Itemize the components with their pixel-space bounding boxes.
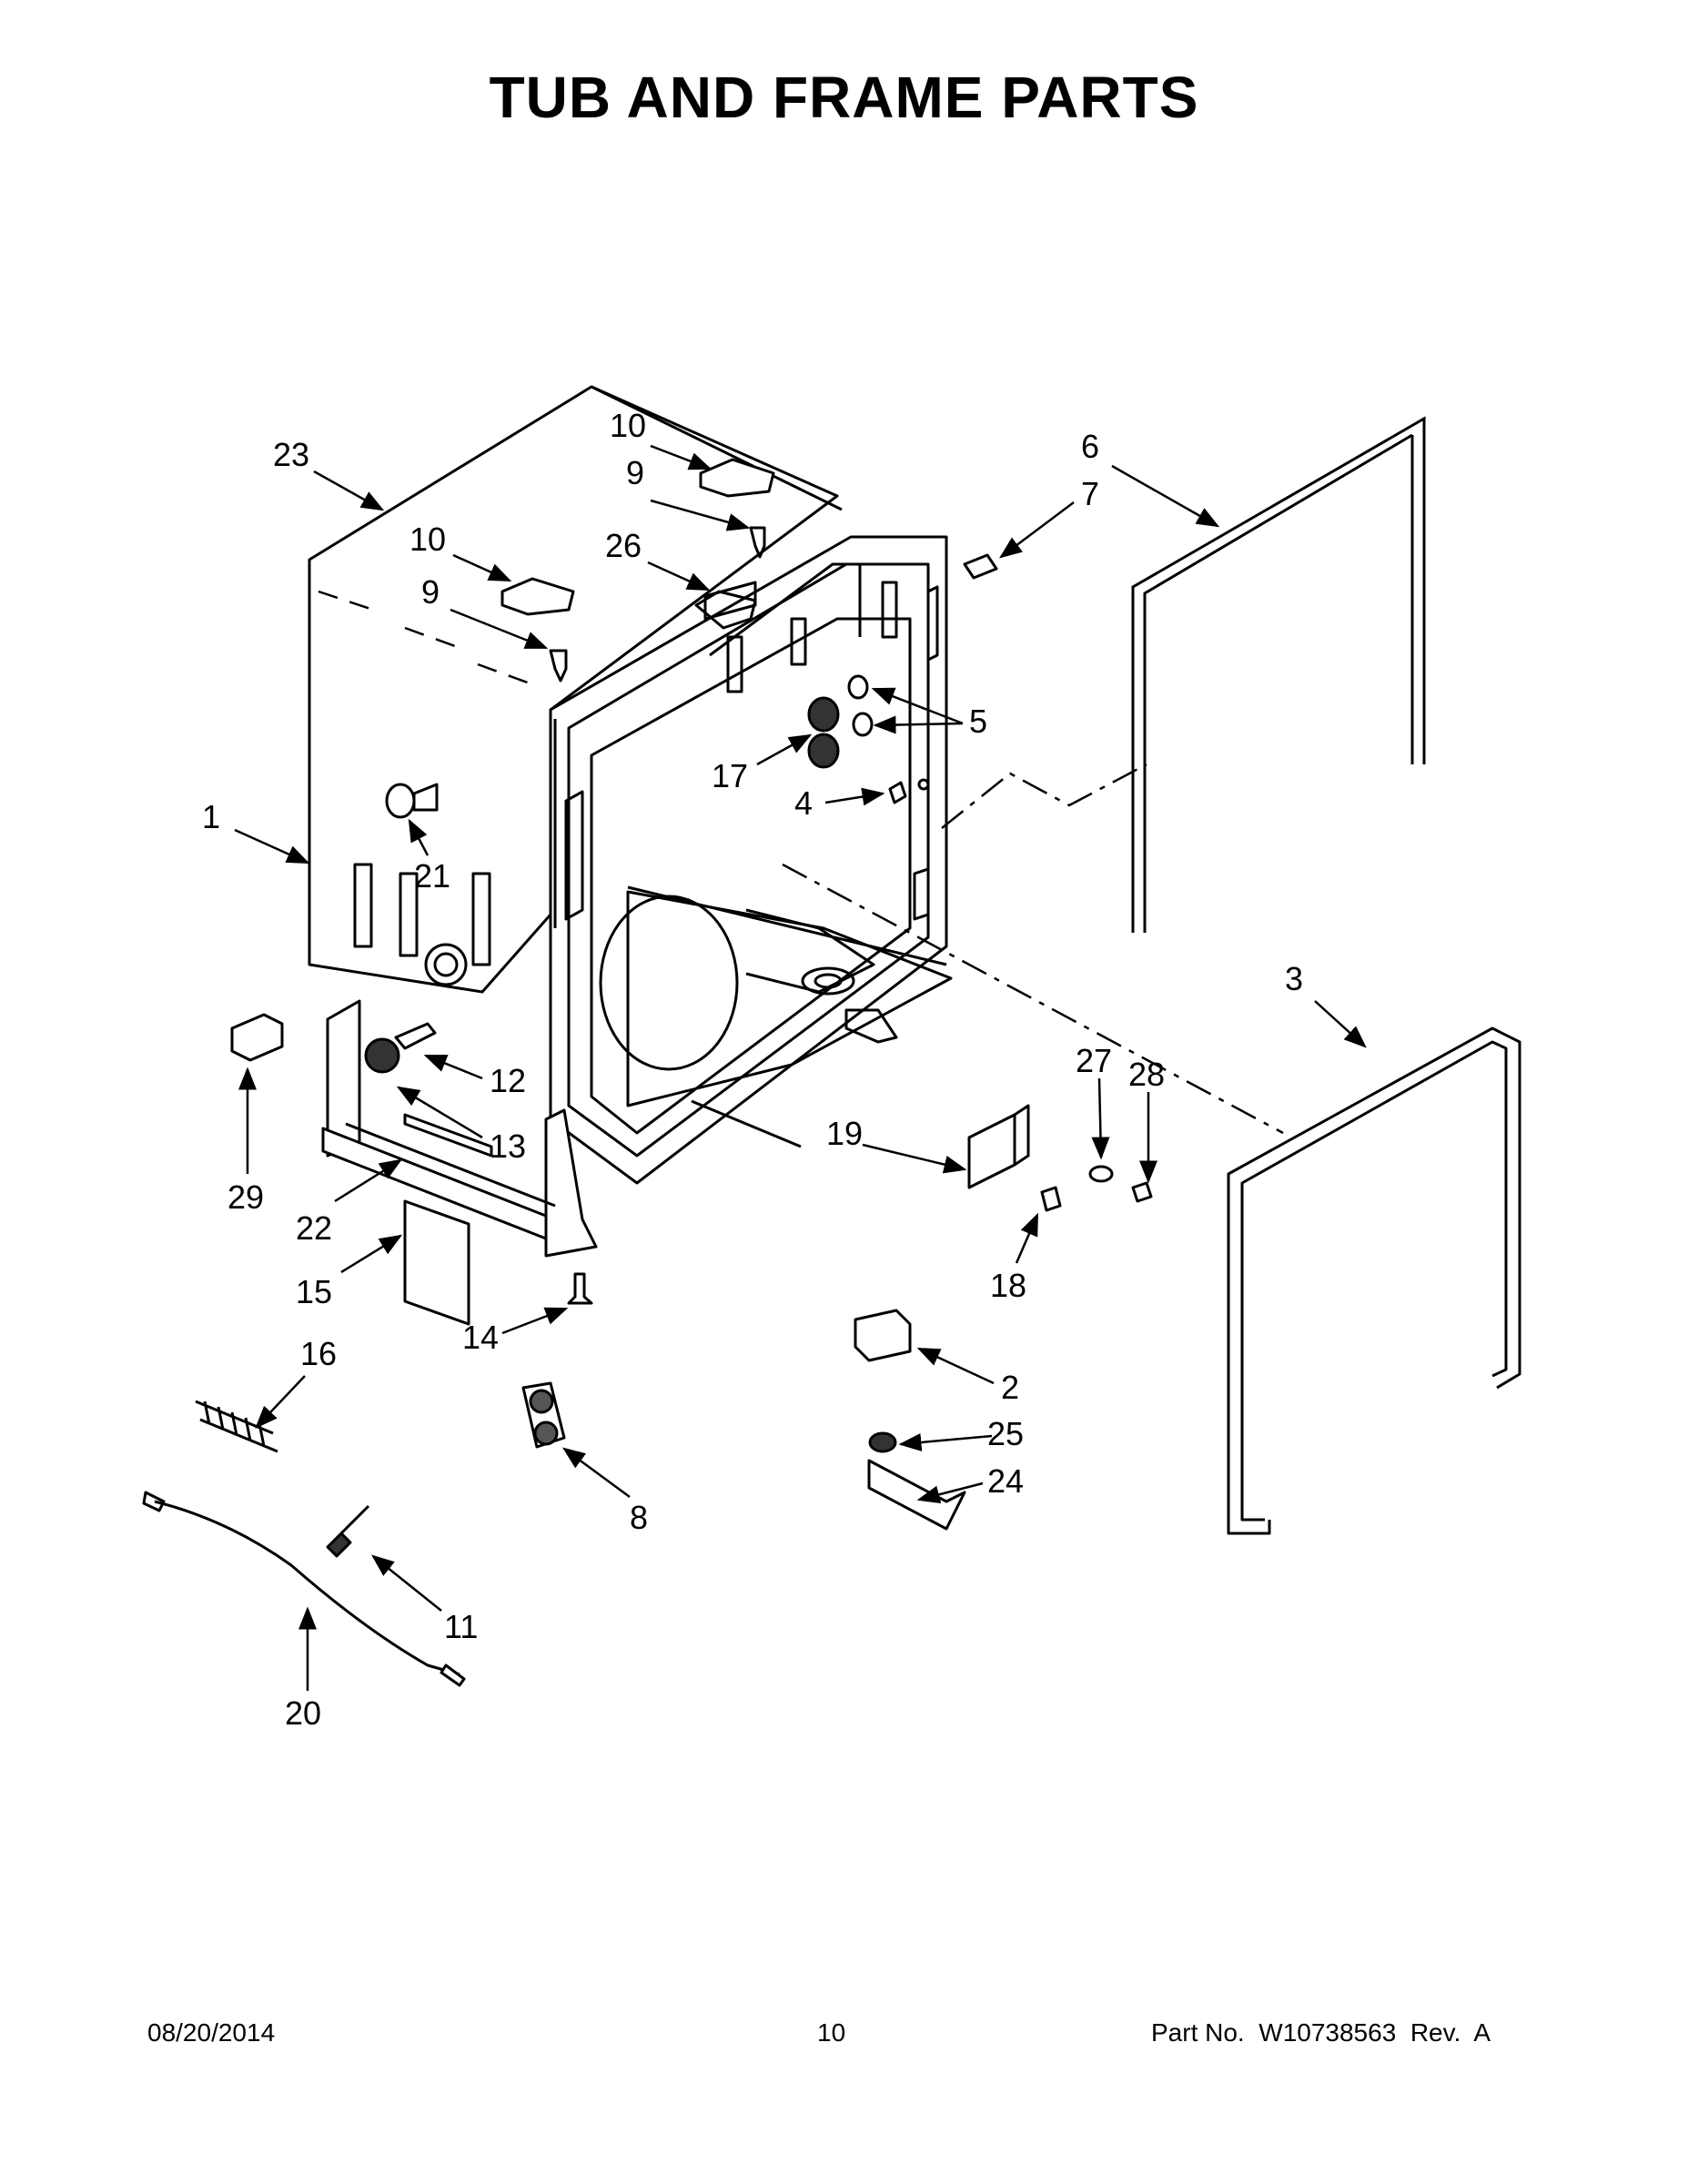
callout-27: 27 xyxy=(1076,1042,1112,1079)
callout-28: 28 xyxy=(1128,1056,1165,1093)
callout-14: 14 xyxy=(462,1319,499,1356)
callout-5: 5 xyxy=(969,703,987,740)
callout-2: 2 xyxy=(1001,1369,1019,1406)
tub-gasket-part xyxy=(1227,1026,1521,1535)
callout-23: 23 xyxy=(273,436,309,473)
callout-4: 4 xyxy=(794,784,813,822)
footer-part-number: Part No. W10738563 Rev. A xyxy=(1151,2018,1491,2047)
callout-1: 1 xyxy=(202,798,220,835)
footer-page-number: 10 xyxy=(817,2018,846,2047)
callout-26: 26 xyxy=(605,527,642,564)
callout-9a: 9 xyxy=(626,454,644,491)
callout-12: 12 xyxy=(490,1062,526,1099)
base-frame xyxy=(321,999,898,1258)
callout-10a: 10 xyxy=(610,407,646,444)
callout-9b: 9 xyxy=(421,573,440,611)
alignment-lines xyxy=(782,763,1284,1135)
callout-24: 24 xyxy=(987,1462,1024,1500)
callout-25: 25 xyxy=(987,1415,1024,1452)
callout-numbers: 1 2 3 4 5 6 7 8 9 9 10 10 11 12 13 14 15… xyxy=(202,407,1303,1732)
callout-18: 18 xyxy=(990,1267,1026,1304)
callout-8: 8 xyxy=(630,1499,648,1536)
callout-20: 20 xyxy=(285,1694,321,1732)
callout-7: 7 xyxy=(1081,475,1099,512)
callout-6: 6 xyxy=(1081,428,1099,465)
leader-arrows xyxy=(234,444,1367,1691)
callout-22: 22 xyxy=(296,1209,332,1247)
door-gasket-part xyxy=(1131,416,1426,933)
footer-date: 08/20/2014 xyxy=(147,2018,276,2047)
callout-16: 16 xyxy=(300,1335,337,1372)
callout-19: 19 xyxy=(826,1115,863,1152)
callout-10b: 10 xyxy=(409,521,446,558)
callout-13: 13 xyxy=(490,1127,526,1165)
callout-11: 11 xyxy=(444,1608,478,1645)
small-parts xyxy=(142,458,1153,1687)
callout-21: 21 xyxy=(414,857,450,895)
page-title: TUB AND FRAME PARTS xyxy=(489,65,1199,130)
callout-3: 3 xyxy=(1285,960,1303,997)
callout-29: 29 xyxy=(227,1178,264,1216)
callout-17: 17 xyxy=(712,757,748,794)
callout-15: 15 xyxy=(296,1273,332,1310)
